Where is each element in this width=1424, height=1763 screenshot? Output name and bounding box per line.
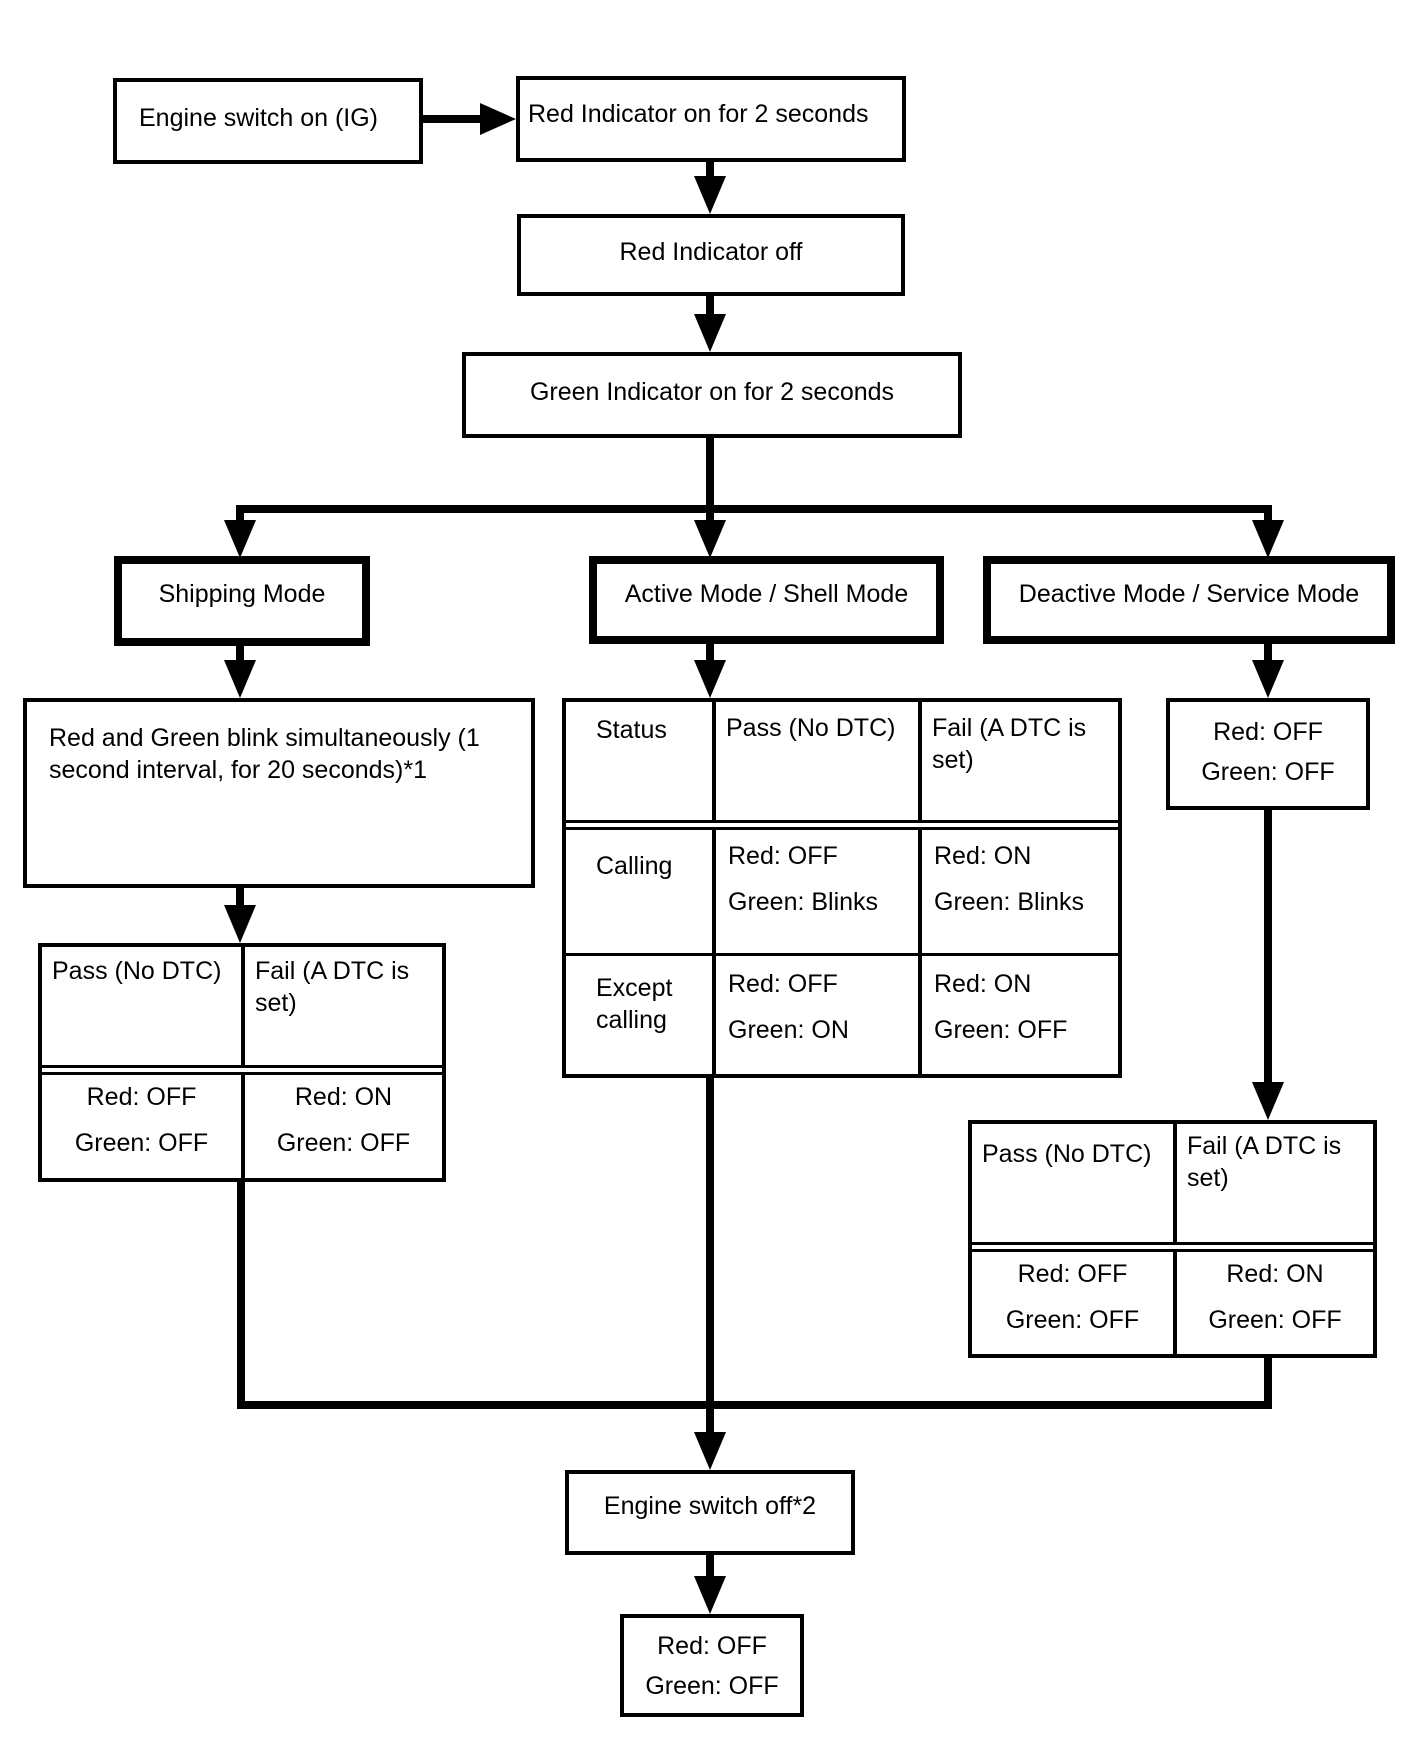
arrowhead-final [694,1576,726,1614]
shipping-table-fail-result: Red: ON Green: OFF [245,1075,442,1159]
fail-red-state: Red: ON [294,1083,393,1111]
node-blink-note-label: Red and Green blink simultaneously (1 se… [49,724,480,784]
node-shipping-mode-label: Shipping Mode [158,580,326,608]
connector-red-on-off-shaft [706,162,714,184]
arrowhead-deactive [1252,520,1284,558]
except-fail-green: Green: OFF [934,1016,1068,1044]
arrowhead-deactive-state [1252,660,1284,698]
active-table-divider-2 [918,702,922,1074]
node-deactive-service-mode-label: Deactive Mode / Service Mode [1018,580,1360,608]
node-green-indicator-on-label: Green Indicator on for 2 seconds [529,378,895,406]
active-table-pass-header: Pass (No DTC) [726,714,896,742]
node-red-indicator-on: Red Indicator on for 2 seconds [516,76,906,162]
arrowhead-deactive-table [1252,1082,1284,1120]
deactive-pass-green: Green: OFF [1005,1306,1140,1334]
shipping-table-fail-header: Fail (A DTC is set) [255,957,410,1017]
node-engine-switch-on: Engine switch on (IG) [113,78,423,164]
node-active-shell-mode-label: Active Mode / Shell Mode [624,580,909,608]
connector-red-off-green-shaft [706,296,714,322]
arrowhead-red-off [694,176,726,214]
connector-left-exit [237,1182,245,1409]
deactive-table-fail-header: Fail (A DTC is set) [1187,1132,1342,1192]
calling-fail-green: Green: Blinks [934,888,1085,916]
calling-pass-red: Red: OFF [728,842,838,870]
node-deactive-service-mode: Deactive Mode / Service Mode [983,556,1395,644]
arrowhead-start [480,103,516,135]
final-state-red: Red: OFF [657,1632,767,1660]
except-pass-red: Red: OFF [728,970,838,998]
node-green-indicator-on: Green Indicator on for 2 seconds [462,352,962,438]
active-table-except-fail: Red: ON Green: OFF [922,956,1118,1046]
connector-deactive-table-shaft [1264,810,1272,1084]
final-state-green: Green: OFF [645,1672,779,1700]
shipping-result-table: Pass (No DTC) Fail (A DTC is set) Red: O… [38,943,446,1182]
connector-blink-table-shaft [236,888,244,910]
node-shipping-mode: Shipping Mode [114,556,370,646]
node-engine-switch-off-label: Engine switch off*2 [603,1492,817,1520]
active-table-calling-fail: Red: ON Green: Blinks [922,830,1118,918]
arrowhead-engine-off [694,1432,726,1470]
shipping-table-column-divider [241,947,245,1178]
except-pass-green: Green: ON [728,1016,849,1044]
shipping-table-pass-result: Red: OFF Green: OFF [42,1075,241,1159]
active-table-fail-header: Fail (A DTC is set) [932,714,1087,774]
node-red-indicator-off-label: Red Indicator off [619,238,803,266]
deactive-pass-red: Red: OFF [1017,1260,1128,1288]
active-table-row-except-calling-label: Except calling [596,974,673,1034]
connector-right-exit [1264,1358,1272,1405]
arrowhead-green-on [694,314,726,352]
active-table-row-calling-label: Calling [596,852,673,880]
node-active-shell-mode: Active Mode / Shell Mode [589,556,944,644]
connector-start-shaft [423,115,485,123]
connector-branch-active-shaft [706,510,714,524]
connector-deactive-state-shaft [1264,644,1272,664]
arrowhead-shipping-table [224,905,256,943]
connector-middle-exit [706,1078,714,1434]
deactive-fail-green: Green: OFF [1208,1306,1342,1334]
active-table-header-separator [566,820,1118,830]
shipping-table-pass-header: Pass (No DTC) [52,957,222,985]
deactive-table-pass-result: Red: OFF Green: OFF [972,1252,1173,1336]
connector-final-shaft [706,1555,714,1580]
node-red-indicator-on-label: Red Indicator on for 2 seconds [528,100,869,128]
fail-green-state: Green: OFF [276,1129,411,1157]
deactive-table-header-separator [972,1242,1373,1252]
node-red-indicator-off: Red Indicator off [517,214,905,296]
arrowhead-blink [224,660,256,698]
active-table-except-pass: Red: OFF Green: ON [716,956,918,1046]
node-engine-switch-off: Engine switch off*2 [565,1470,855,1555]
deactive-table-column-divider [1173,1124,1177,1354]
connector-shipping-blink-shaft [236,646,244,666]
deactive-result-table: Pass (No DTC) Fail (A DTC is set) Red: O… [968,1120,1377,1358]
calling-fail-red: Red: ON [934,842,1032,870]
connector-green-branch-shaft [706,438,714,513]
node-engine-switch-on-label: Engine switch on (IG) [139,104,378,132]
deactive-table-pass-header: Pass (No DTC) [982,1140,1152,1168]
connector-active-table-shaft [706,644,714,664]
shipping-table-header-separator [42,1065,442,1075]
active-table-row-divider [566,953,1118,956]
deactive-state-green: Green: OFF [1201,758,1335,786]
connector-branch-shipping-shaft [236,510,244,524]
deactive-table-fail-result: Red: ON Green: OFF [1177,1252,1373,1336]
connector-branch-deactive-shaft [1264,510,1272,524]
collector-line [237,1401,1272,1409]
branch-line [236,505,1272,513]
deactive-state-red: Red: OFF [1213,718,1323,746]
except-fail-red: Red: ON [934,970,1032,998]
node-blink-note: Red and Green blink simultaneously (1 se… [23,698,535,888]
pass-red-state: Red: OFF [86,1083,197,1111]
pass-green-state: Green: OFF [74,1129,209,1157]
calling-pass-green: Green: Blinks [728,888,879,916]
node-deactive-state: Red: OFF Green: OFF [1166,698,1370,810]
node-final-state: Red: OFF Green: OFF [620,1614,804,1717]
arrowhead-active [694,520,726,558]
active-table-divider-1 [712,702,716,1074]
active-status-table: Status Pass (No DTC) Fail (A DTC is set)… [562,698,1122,1078]
arrowhead-active-table [694,660,726,698]
active-table-status-header: Status [596,716,667,744]
deactive-fail-red: Red: ON [1226,1260,1324,1288]
active-table-calling-pass: Red: OFF Green: Blinks [716,830,918,918]
arrowhead-shipping [224,520,256,558]
